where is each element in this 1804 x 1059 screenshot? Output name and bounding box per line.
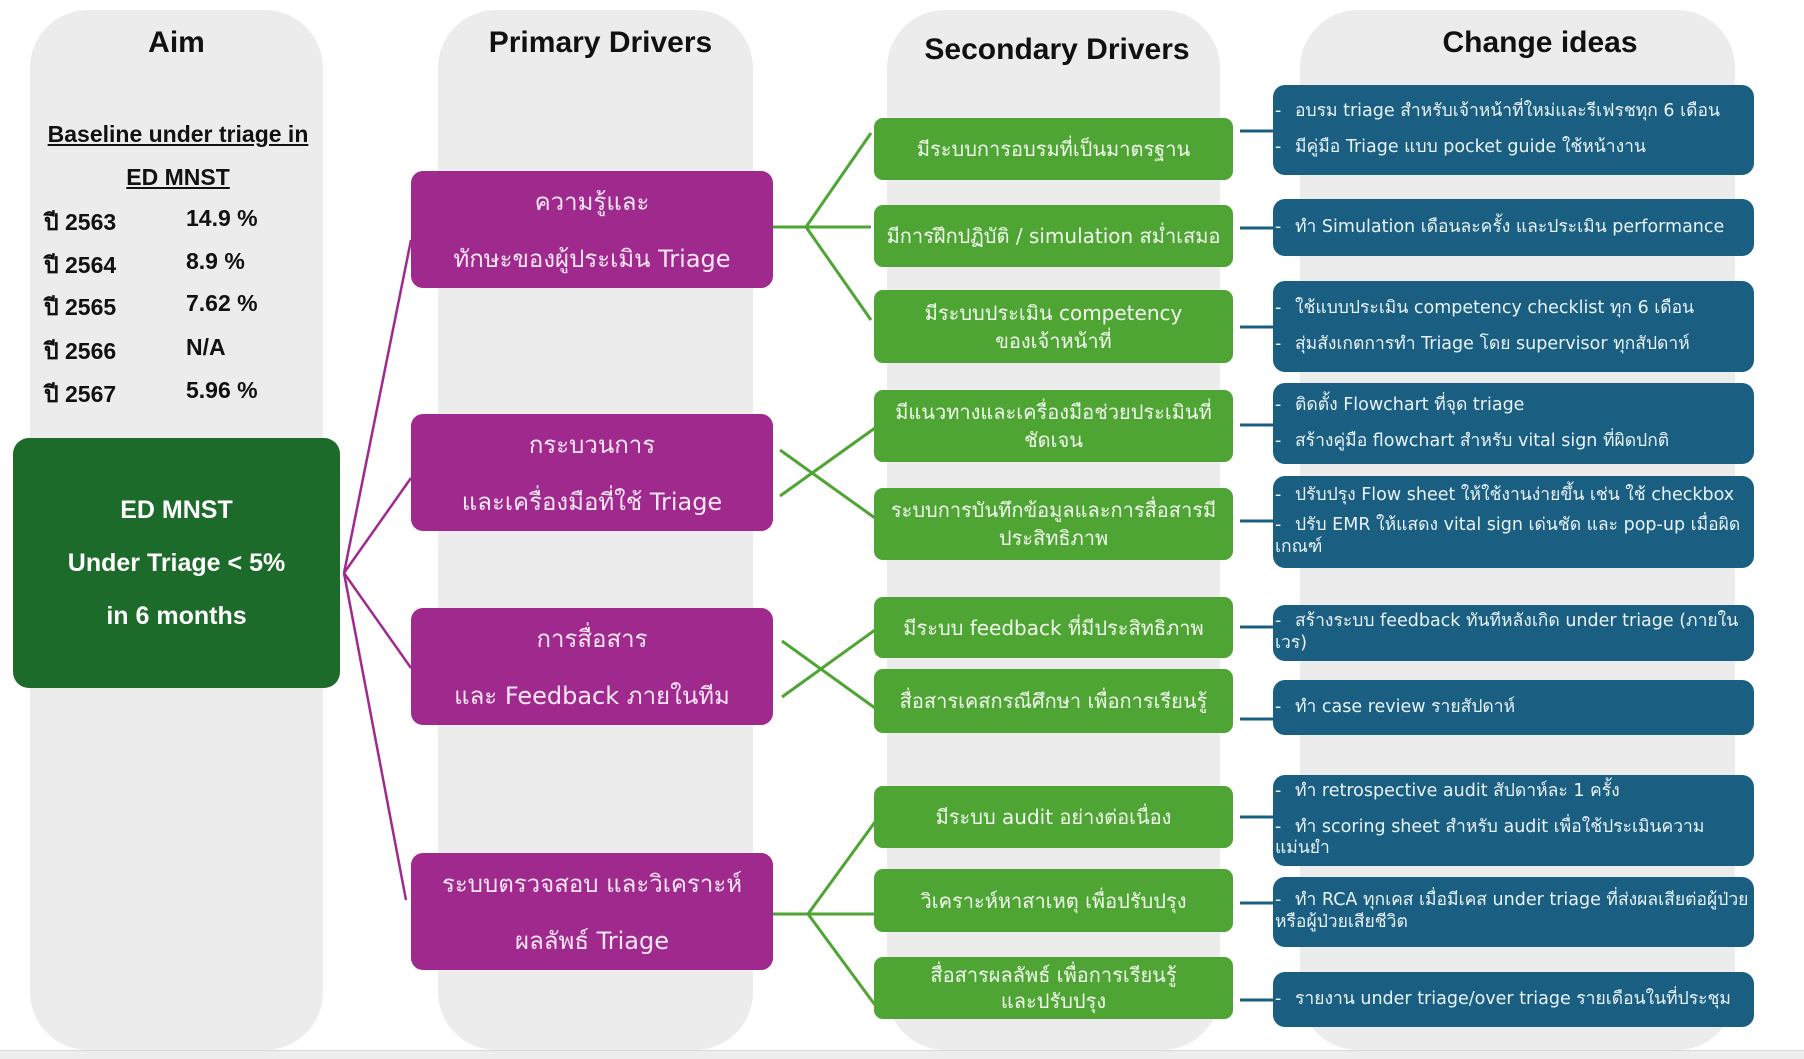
primary-driver-box: การสื่อสาร และ Feedback ภายในทีม	[411, 608, 773, 725]
change-idea-item: -สุ่มสังเกตการทำ Triage โดย supervisor ท…	[1275, 333, 1690, 354]
change-idea-item: -ทำ scoring sheet สำหรับ audit เพื่อใช้ป…	[1275, 816, 1705, 859]
aim-to-primary-1	[342, 239, 413, 574]
primary-1-to-secondary-1	[804, 132, 873, 228]
primary-1-to-secondary-3	[804, 226, 873, 321]
baseline-year: ปี 2567	[44, 381, 117, 407]
change-idea-box: -ทำ RCA ทุกเคส เมื่อมีเคส under triage ท…	[1273, 877, 1754, 947]
primary-driver-line-2: ผลลัพธ์ Triage	[515, 926, 669, 955]
change-idea-item: -ทำ case review รายสัปดาห์	[1275, 696, 1516, 717]
change-idea-item: -ปรับ EMR ให้แสดง vital sign เด่นชัด และ…	[1275, 515, 1741, 557]
secondary-driver-text: มีระบบการอบรมที่เป็นมาตรฐาน	[916, 137, 1191, 161]
secondary-driver-text: ระบบการบันทึกข้อมูลและการสื่อสารมีประสิท…	[890, 498, 1217, 550]
change-links	[1240, 129, 1273, 1002]
secondary-driver-box: วิเคราะห์หาสาเหตุ เพื่อปรับปรุง	[874, 869, 1233, 932]
change-idea-item: -ทำ RCA ทุกเคส เมื่อมีเคส under triage ท…	[1275, 890, 1749, 932]
primary-3-to-secondary-6	[781, 628, 876, 699]
secondary-driver-text: สื่อสารเคสกรณีศึกษา เพื่อการเรียนรู้	[899, 689, 1208, 713]
change-idea-item: -ใช้แบบประเมิน competency checklist ทุก …	[1275, 297, 1695, 318]
change-idea-item: -สร้างระบบ feedback ทันทีหลังเกิด under …	[1275, 611, 1739, 653]
primary-driver-line-2: และเครื่องมือที่ใช้ Triage	[461, 487, 723, 516]
change-idea-item: -ทำ Simulation เดือนละครั้ง และประเมิน p…	[1275, 216, 1725, 237]
change-idea-box: -รายงาน under triage/over triage รายเดือ…	[1273, 972, 1754, 1027]
baseline-value: N/A	[186, 334, 226, 360]
change-idea-item: -ติดตั้ง Flowchart ที่จุด triage	[1275, 394, 1525, 415]
change-idea-item: -ทำ retrospective audit สัปดาห์ละ 1 ครั้…	[1275, 780, 1620, 801]
change-idea-box: -ติดตั้ง Flowchart ที่จุด triage -สร้างค…	[1273, 383, 1754, 464]
baseline-value: 14.9 %	[186, 205, 258, 231]
secondary-driver-box: มีการฝึกปฏิบัติ / simulation สม่ำเสมอ	[874, 205, 1233, 267]
secondary-driver-box: มีระบบการอบรมที่เป็นมาตรฐาน	[874, 118, 1233, 180]
primary-links	[342, 239, 413, 901]
secondary-driver-text: มีการฝึกปฏิบัติ / simulation สม่ำเสมอ	[886, 224, 1221, 248]
primary-drivers-title: Primary Drivers	[488, 26, 713, 59]
bottom-divider	[0, 1050, 1804, 1059]
change-idea-box: -ทำ retrospective audit สัปดาห์ละ 1 ครั้…	[1273, 775, 1754, 866]
aim-title: Aim	[148, 26, 205, 59]
primary-driver-line-2: ทักษะของผู้ประเมิน Triage	[453, 244, 731, 273]
change-idea-box: -ทำ case review รายสัปดาห์	[1273, 680, 1754, 735]
secondary-driver-text: มีระบบประเมิน competency ของเจ้าหน้าที่	[924, 300, 1183, 353]
primary-2-to-secondary-4	[779, 426, 876, 498]
secondary-driver-box: มีแนวทางและเครื่องมือช่วยประเมินที่ชัดเจ…	[874, 390, 1233, 462]
secondary-driver-box: สื่อสารเคสกรณีศึกษา เพื่อการเรียนรู้	[874, 669, 1233, 733]
primary-2-to-secondary-5	[779, 448, 876, 520]
primary-driver-box: ความรู้และ ทักษะของผู้ประเมิน Triage	[411, 171, 773, 288]
primary-driver-line-1: ความรู้และ	[534, 187, 650, 216]
primary-3-to-secondary-7	[781, 639, 876, 710]
secondary-driver-box: มีระบบ audit อย่างต่อเนื่อง	[874, 786, 1233, 848]
change-idea-item: -ปรับปรุง Flow sheet ให้ใช้งานง่ายขึ้น เ…	[1275, 485, 1735, 506]
baseline-value: 7.62 %	[186, 290, 258, 316]
baseline-year: ปี 2563	[44, 209, 117, 235]
secondary-driver-box: ระบบการบันทึกข้อมูลและการสื่อสารมีประสิท…	[874, 488, 1233, 560]
primary-driver-box: ระบบตรวจสอบ และวิเคราะห์ ผลลัพธ์ Triage	[411, 853, 773, 970]
secondary-driver-text: สื่อสารผลลัพธ์ เพื่อการเรียนรู้และปรับปร…	[930, 963, 1177, 1013]
baseline-heading-line2: ED MNST	[126, 164, 230, 190]
change-idea-item: -รายงาน under triage/over triage รายเดือ…	[1275, 988, 1731, 1009]
baseline-value: 5.96 %	[186, 377, 258, 403]
secondary-driver-text: วิเคราะห์หาสาเหตุ เพื่อปรับปรุง	[920, 888, 1187, 913]
secondary-driver-box: สื่อสารผลลัพธ์ เพื่อการเรียนรู้และปรับปร…	[874, 957, 1233, 1019]
primary-driver-line-2: และ Feedback ภายในทีม	[454, 681, 730, 710]
baseline-heading-line1: Baseline under triage in	[47, 121, 309, 147]
primary-4-to-secondary-8	[806, 821, 877, 915]
change-idea-item: -สร้างคู่มือ flowchart สำหรับ vital sign…	[1275, 430, 1670, 451]
change-idea-box: -ทำ Simulation เดือนละครั้ง และประเมิน p…	[1273, 199, 1754, 256]
aim-line-2: Under Triage < 5%	[67, 548, 286, 577]
secondary-driver-box: มีระบบ feedback ที่มีประสิทธิภาพ	[874, 597, 1233, 658]
baseline-year: ปี 2564	[44, 252, 117, 278]
change-idea-item: -อบรม triage สำหรับเจ้าหน้าที่ใหม่และรีเ…	[1275, 101, 1720, 122]
change-idea-box: -ใช้แบบประเมิน competency checklist ทุก …	[1273, 281, 1754, 372]
change-ideas-title: Change ideas	[1442, 26, 1638, 59]
aim-to-primary-4	[342, 572, 408, 901]
aim-line-3: in 6 months	[106, 601, 247, 630]
secondary-driver-text: มีระบบ feedback ที่มีประสิทธิภาพ	[903, 615, 1204, 640]
secondary-driver-box: มีระบบประเมิน competency ของเจ้าหน้าที่	[874, 290, 1233, 363]
aim-to-primary-3	[342, 572, 413, 669]
primary-4-to-secondary-10	[806, 913, 877, 1006]
primary-driver-box: กระบวนการ และเครื่องมือที่ใช้ Triage	[411, 414, 773, 531]
aim-statement-box: ED MNST Under Triage < 5% in 6 months	[13, 438, 340, 688]
primary-driver-line-1: การสื่อสาร	[536, 624, 648, 653]
change-idea-box: -สร้างระบบ feedback ทันทีหลังเกิด under …	[1273, 605, 1754, 661]
baseline-year: ปี 2566	[44, 338, 117, 364]
baseline-year: ปี 2565	[44, 294, 117, 320]
change-idea-box: -อบรม triage สำหรับเจ้าหน้าที่ใหม่และรีเ…	[1273, 85, 1754, 175]
primary-driver-line-1: กระบวนการ	[528, 430, 656, 459]
change-idea-box: -ปรับปรุง Flow sheet ให้ใช้งานง่ายขึ้น เ…	[1273, 476, 1754, 568]
secondary-links	[760, 132, 877, 1006]
aim-to-primary-2	[342, 477, 413, 574]
aim-line-1: ED MNST	[120, 495, 233, 524]
change-idea-item: -มีคู่มือ Triage แบบ pocket guide ใช้หน้…	[1275, 137, 1646, 157]
secondary-drivers-title: Secondary Drivers	[924, 33, 1190, 66]
baseline-value: 8.9 %	[186, 248, 245, 274]
secondary-driver-text: มีระบบ audit อย่างต่อเนื่อง	[935, 805, 1172, 829]
secondary-driver-text: มีแนวทางและเครื่องมือช่วยประเมินที่ชัดเจ…	[895, 400, 1212, 452]
primary-driver-line-1: ระบบตรวจสอบ และวิเคราะห์	[441, 869, 743, 898]
